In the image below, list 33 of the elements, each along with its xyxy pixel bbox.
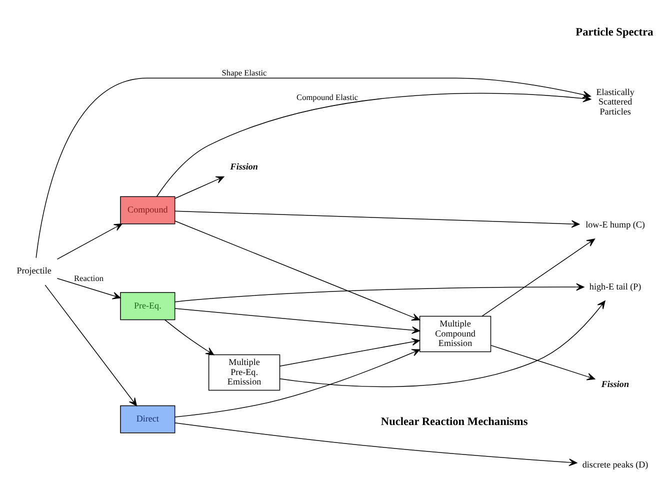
label: Particle Spectra (576, 26, 654, 38)
node-text: Elastically Scattered Particles (596, 86, 634, 116)
edge-label: Reaction (74, 274, 104, 284)
node-box: Multiple Compound Emission (419, 316, 492, 352)
arrow (174, 210, 580, 228)
node-box: Pre-Eq. (120, 292, 176, 320)
node-text: Projectile (16, 266, 52, 276)
edge-label: Compound Elastic (296, 92, 358, 102)
arrow (174, 176, 224, 199)
arrow (174, 422, 578, 466)
arrow (174, 349, 420, 418)
node-box: Direct (120, 405, 176, 434)
node-text: discrete peaks (D) (582, 460, 648, 470)
arrow (56, 278, 121, 300)
node-text: Fission (601, 378, 630, 389)
arrow (482, 238, 595, 316)
arrow (156, 93, 592, 197)
arrow (174, 220, 420, 321)
arrow (279, 338, 420, 367)
node-box: Compound (120, 196, 176, 224)
arrow (279, 300, 606, 388)
label: Nuclear Reaction Mechanisms (380, 416, 528, 428)
edge-label: Shape Elastic (222, 68, 267, 78)
arrow (490, 344, 596, 380)
arrow (56, 223, 122, 260)
arrow (174, 283, 584, 302)
node-text: Fission (230, 162, 258, 172)
arrow (44, 284, 137, 406)
node-box: Multiple Pre-Eq. Emission (208, 354, 280, 391)
arrow (174, 308, 420, 334)
node-text: low-E hump (C) (586, 220, 645, 230)
arrow (164, 319, 214, 356)
node-text: high-E tail (P) (589, 282, 642, 292)
